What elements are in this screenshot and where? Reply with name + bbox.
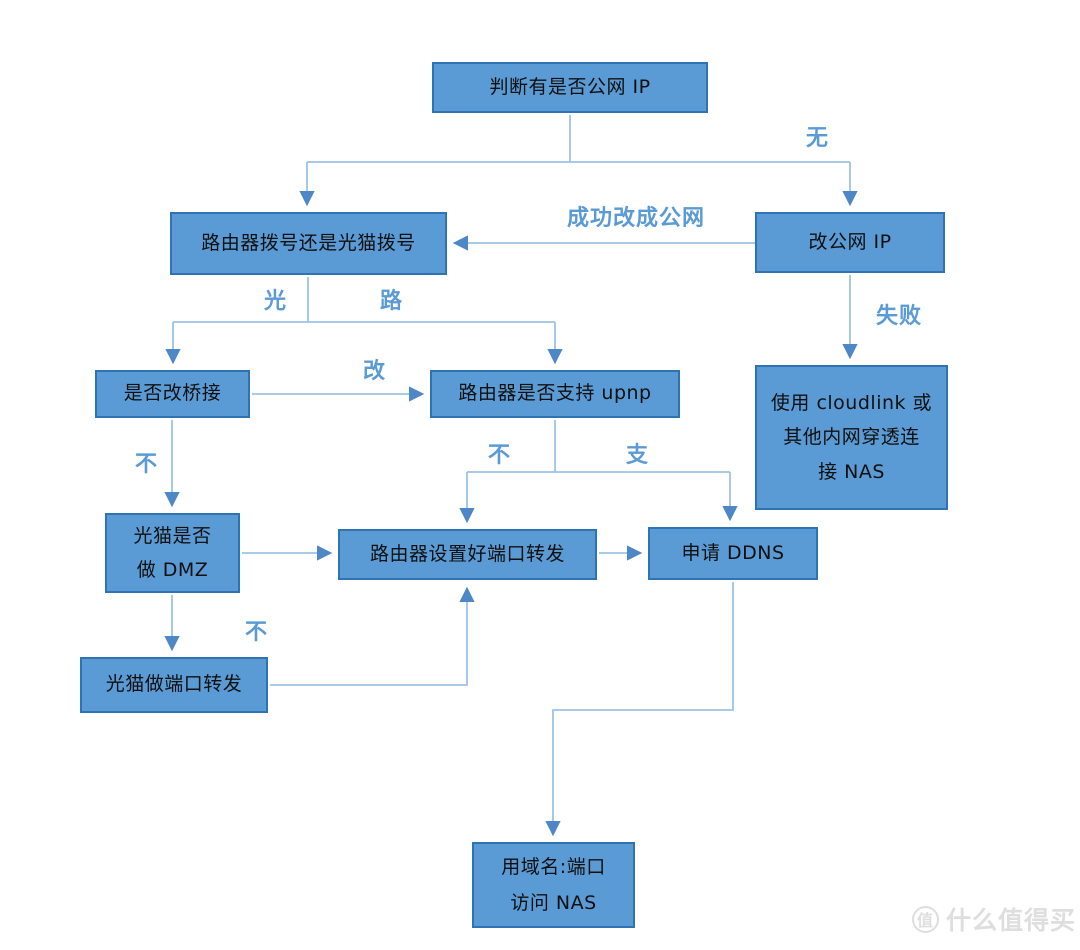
node-port-forward-router-label: 路由器设置好端口转发 <box>369 542 565 565</box>
node-change-public-ip: 改公网 IP <box>755 212 945 273</box>
watermark-text: 什么值得买 <box>946 906 1077 935</box>
node-change-public-ip-label: 改公网 IP <box>808 230 892 253</box>
node-port-forward-router: 路由器设置好端口转发 <box>338 529 597 580</box>
node-cloudlink-line3: 接 NAS <box>818 460 885 483</box>
edge-label-no-public-ip: 无 <box>806 126 830 151</box>
node-ddns: 申请 DDNS <box>648 527 818 580</box>
smzdm-logo-icon: 值 <box>912 905 939 933</box>
node-upnp-label: 路由器是否支持 upnp <box>458 382 652 405</box>
node-dial-mode: 路由器拨号还是光猫拨号 <box>170 212 447 275</box>
edge-label-support: 支 <box>626 443 650 468</box>
smzdm-watermark: 值 什么值得买 <box>912 901 1076 937</box>
edge-label-success-changed: 成功改成公网 <box>567 206 706 231</box>
node-cloudlink-line2: 其他内网穿透连 <box>783 426 920 449</box>
node-bridge-label: 是否改桥接 <box>123 382 222 405</box>
edge-label-fail: 失败 <box>876 304 923 329</box>
node-cloudlink-line1: 使用 cloudlink 或 <box>770 392 933 415</box>
connector-ddns-to-final <box>545 582 734 837</box>
node-port-forward-modem: 光猫做端口转发 <box>80 657 268 713</box>
node-ddns-label: 申请 DDNS <box>681 541 785 564</box>
node-dmz-line1: 光猫是否 <box>133 524 212 547</box>
node-access-nas: 用域名:端口 访问 NAS <box>472 842 635 928</box>
edge-label-no-dmz: 不 <box>245 620 269 645</box>
node-check-public-ip-label: 判断有是否公网 IP <box>489 75 651 98</box>
edge-label-router: 路 <box>380 289 404 314</box>
node-dmz: 光猫是否 做 DMZ <box>105 513 240 593</box>
node-dmz-line2: 做 DMZ <box>136 559 209 581</box>
edge-label-no-bridge: 不 <box>135 452 159 477</box>
node-dial-mode-label: 路由器拨号还是光猫拨号 <box>201 231 416 254</box>
edge-label-optical-modem: 光 <box>264 289 288 314</box>
node-check-public-ip: 判断有是否公网 IP <box>432 62 708 113</box>
node-cloudlink: 使用 cloudlink 或 其他内网穿透连 接 NAS <box>755 365 948 510</box>
edge-label-no-upnp: 不 <box>488 443 512 468</box>
node-port-forward-modem-label: 光猫做端口转发 <box>105 673 243 696</box>
node-access-nas-line2: 访问 NAS <box>510 892 597 914</box>
node-access-nas-line1: 用域名:端口 <box>501 855 606 878</box>
node-bridge: 是否改桥接 <box>95 370 250 418</box>
connector-modemfw-to-portforward <box>270 586 475 686</box>
edge-label-change: 改 <box>363 359 387 384</box>
node-upnp: 路由器是否支持 upnp <box>430 370 680 418</box>
